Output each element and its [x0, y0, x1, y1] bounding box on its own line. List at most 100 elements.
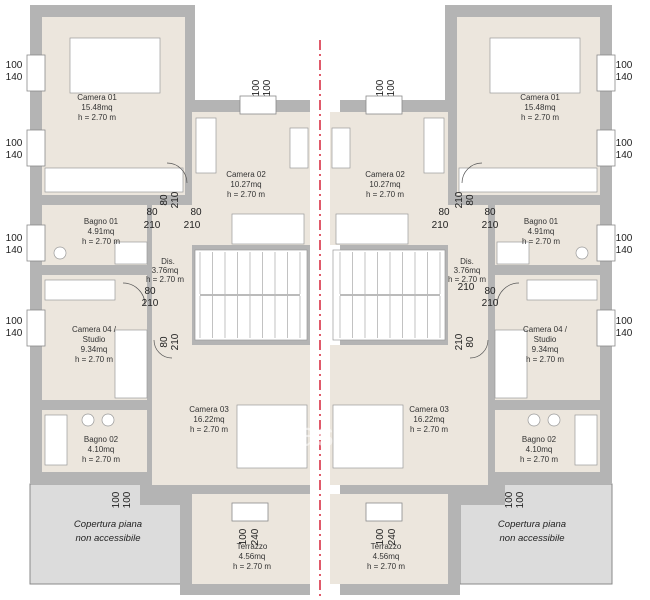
room-name: Terrazzo: [237, 542, 268, 551]
room-label-terrazzo-right: Terrazzo 4.56mq h = 2.70 m: [367, 542, 405, 571]
room-label-camera03-right: Camera 03 16.22mq h = 2.70 m: [409, 405, 449, 434]
svg-text:100: 100: [616, 138, 633, 149]
svg-text:140: 140: [6, 72, 23, 83]
room-label-camera02-right: Camera 02 10.27mq h = 2.70 m: [365, 170, 405, 199]
roof-note-line1: Copertura piana: [498, 519, 566, 530]
stair-right: [332, 249, 446, 341]
room-height: h = 2.70 m: [526, 355, 564, 364]
room-name: Bagno 01: [524, 217, 559, 226]
room-area: 4.10mq: [88, 445, 115, 454]
room-label-bagno02-right: Bagno 02 4.10mq h = 2.70 m: [520, 435, 558, 464]
room-name: Camera 04 /: [523, 325, 568, 334]
room-area: 3.76mq: [152, 266, 179, 275]
svg-text:140: 140: [616, 245, 633, 256]
room-area: 4.56mq: [239, 552, 266, 561]
room-area: 10.27mq: [369, 180, 400, 189]
svg-text:80: 80: [159, 336, 170, 348]
svg-text:100: 100: [111, 491, 122, 508]
svg-text:210: 210: [458, 282, 475, 293]
room-name-2: Studio: [83, 335, 106, 344]
svg-text:140: 140: [6, 150, 23, 161]
room-area: 15.48mq: [81, 103, 112, 112]
room-label-camera01-right: Camera 01 15.48mq h = 2.70 m: [520, 93, 560, 122]
svg-text:80: 80: [159, 194, 170, 206]
room-area: 16.22mq: [413, 415, 444, 424]
room-height: h = 2.70 m: [522, 237, 560, 246]
room-label-camera04-left: Camera 04 / Studio 9.34mq h = 2.70 m: [72, 325, 117, 364]
room-height: h = 2.70 m: [227, 190, 265, 199]
room-height: h = 2.70 m: [75, 355, 113, 364]
room-height: h = 2.70 m: [78, 113, 116, 122]
svg-text:240: 240: [387, 528, 398, 545]
svg-text:100: 100: [251, 79, 262, 96]
room-height: h = 2.70 m: [82, 237, 120, 246]
room-label-dis-right: Dis. 3.76mq h = 2.70 m: [448, 257, 486, 284]
room-area: 4.10mq: [526, 445, 553, 454]
room-area: 4.91mq: [88, 227, 115, 236]
svg-text:100: 100: [375, 528, 386, 545]
room-name-2: Studio: [534, 335, 557, 344]
svg-text:100: 100: [515, 491, 526, 508]
watermark: casa.it: [281, 416, 380, 454]
room-area: 4.91mq: [528, 227, 555, 236]
svg-text:210: 210: [432, 220, 449, 231]
svg-text:210: 210: [142, 298, 159, 309]
room-label-camera04-right: Camera 04 / Studio 9.34mq h = 2.70 m: [523, 325, 568, 364]
room-name: Camera 01: [520, 93, 560, 102]
svg-text:80: 80: [465, 194, 476, 206]
svg-text:210: 210: [454, 191, 465, 208]
room-name: Camera 02: [365, 170, 405, 179]
door-swings: [122, 162, 520, 359]
room-label-camera02-left: Camera 02 10.27mq h = 2.70 m: [226, 170, 266, 199]
stair-left: [194, 249, 308, 341]
room-name: Camera 02: [226, 170, 266, 179]
svg-text:100: 100: [122, 491, 133, 508]
room-area: 10.27mq: [230, 180, 261, 189]
svg-text:100: 100: [238, 528, 249, 545]
svg-text:210: 210: [482, 220, 499, 231]
room-height: h = 2.70 m: [521, 113, 559, 122]
room-label-bagno01-left: Bagno 01 4.91mq h = 2.70 m: [82, 217, 120, 246]
room-area: 9.34mq: [81, 345, 108, 354]
svg-text:100: 100: [6, 316, 23, 327]
svg-text:210: 210: [170, 333, 181, 350]
svg-text:140: 140: [6, 328, 23, 339]
room-label-bagno02-left: Bagno 02 4.10mq h = 2.70 m: [82, 435, 120, 464]
room-name: Bagno 02: [84, 435, 119, 444]
windows: [26, 54, 616, 522]
svg-text:80: 80: [484, 207, 496, 218]
room-name: Camera 04 /: [72, 325, 117, 334]
room-height: h = 2.70 m: [448, 275, 486, 284]
svg-text:80: 80: [465, 336, 476, 348]
svg-text:210: 210: [482, 298, 499, 309]
room-name: Camera 03: [409, 405, 449, 414]
room-label-dis-left: Dis. 3.76mq h = 2.70 m: [146, 257, 184, 284]
svg-text:140: 140: [6, 245, 23, 256]
room-name: Camera 01: [77, 93, 117, 102]
svg-text:210: 210: [454, 333, 465, 350]
room-height: h = 2.70 m: [366, 190, 404, 199]
vertical-dims: 100 100 100 100 80 210 210 80 80 210 210…: [111, 79, 526, 545]
room-label-terrazzo-left: Terrazzo 4.56mq h = 2.70 m: [233, 542, 271, 571]
svg-text:240: 240: [250, 528, 261, 545]
furniture-left: [44, 37, 309, 469]
svg-text:80: 80: [190, 207, 202, 218]
svg-text:80: 80: [484, 286, 496, 297]
svg-text:210: 210: [184, 220, 201, 231]
room-name: Terrazzo: [371, 542, 402, 551]
svg-text:100: 100: [616, 233, 633, 244]
room-height: h = 2.70 m: [233, 562, 271, 571]
svg-text:100: 100: [386, 79, 397, 96]
svg-text:210: 210: [170, 191, 181, 208]
svg-text:100: 100: [6, 60, 23, 71]
roof-note-left: Copertura piana non accessibile: [74, 519, 142, 544]
svg-text:100: 100: [504, 491, 515, 508]
svg-text:140: 140: [616, 150, 633, 161]
room-label-camera01-left: Camera 01 15.48mq h = 2.70 m: [77, 93, 117, 122]
roof-note-line2: non accessibile: [500, 533, 565, 544]
room-area: 4.56mq: [373, 552, 400, 561]
